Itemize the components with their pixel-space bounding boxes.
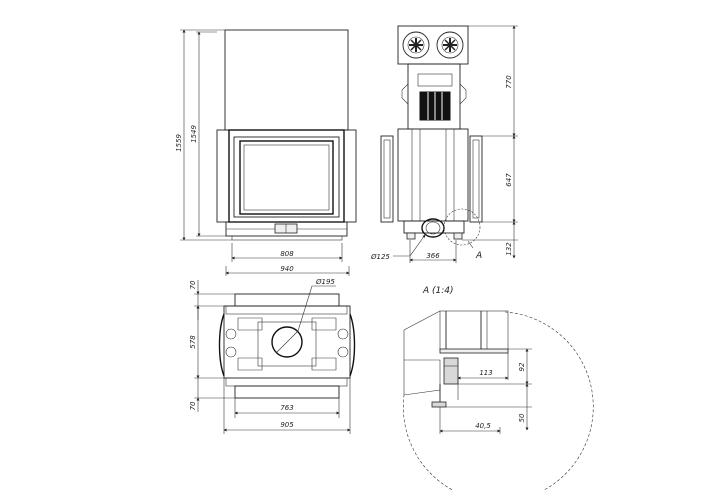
top-dim-mid: 578	[189, 335, 197, 349]
top-dim-bottom: 70	[189, 401, 197, 410]
front-view: 1559 1549 808 940	[175, 29, 357, 276]
detail-title: A (1:4)	[422, 286, 454, 296]
front-upper-casing	[224, 29, 349, 131]
side-flue-outlet	[421, 218, 445, 238]
side-right-fin	[469, 135, 483, 223]
side-detail-marker: A	[475, 251, 482, 261]
side-left-fan	[402, 31, 430, 59]
detail-dim-height: 92	[518, 362, 526, 371]
fan-icon	[409, 38, 423, 52]
front-left-panel	[216, 129, 230, 223]
top-dim-inner-width: 763	[280, 404, 293, 412]
side-view: A 770 647 132 Ø125 366	[370, 25, 518, 263]
top-dim-outer-width: 905	[280, 421, 294, 429]
top-dim-flue: Ø195	[315, 278, 335, 286]
side-dim-lower: 132	[505, 242, 513, 256]
detail-dim-width: 113	[479, 369, 492, 377]
front-dim-body-height: 1549	[190, 125, 198, 143]
detail-boundary	[403, 311, 594, 490]
front-dim-total-height: 1559	[175, 134, 183, 152]
detail-bracket	[443, 357, 459, 385]
front-right-panel	[343, 129, 357, 223]
side-left-fin	[380, 135, 394, 223]
side-dim-middle: 647	[505, 173, 513, 187]
detail-view: A (1:4) 113 92 50	[403, 286, 594, 490]
top-view: Ø195 70 578 70 763 905	[189, 278, 356, 434]
side-dim-flue: Ø125	[370, 253, 390, 261]
side-main-body	[397, 128, 469, 222]
fan-icon	[443, 38, 457, 52]
detail-foot	[431, 401, 447, 408]
front-glass-door	[239, 140, 334, 215]
side-dim-depth: 366	[426, 252, 440, 260]
front-firebox-frame	[228, 129, 345, 223]
side-right-fan	[436, 31, 464, 59]
top-dim-top: 70	[189, 280, 197, 289]
detail-dim-foot-height: 50	[518, 413, 526, 422]
front-dim-width: 808	[280, 250, 294, 258]
side-detail-circle	[443, 208, 481, 246]
detail-dim-foot-width: 40,5	[475, 422, 491, 430]
front-dim-overall-width: 940	[280, 265, 294, 273]
top-flue-circle	[271, 326, 303, 358]
side-dim-upper: 770	[505, 75, 513, 89]
